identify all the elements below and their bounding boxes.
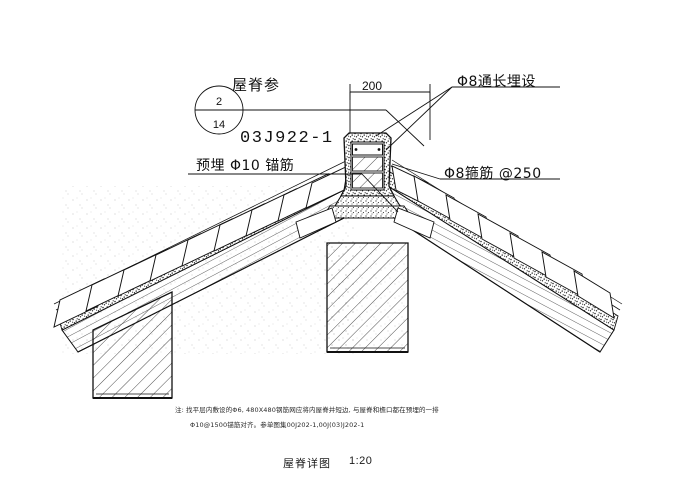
atlas-reference-label: 03J922-1 xyxy=(240,129,334,148)
drawing-note-line-2: Φ10@1500锚筋对齐。参单图集00J202-1,00J(03)J202-1 xyxy=(190,421,365,429)
embedded-anchor-label: 预埋 Φ10 锚筋 xyxy=(196,158,295,174)
drawing-title: 屋脊详图 xyxy=(283,457,331,470)
left-support-beam xyxy=(92,290,173,399)
top-rebar-chamber xyxy=(352,143,383,156)
full-length-rebar-label: Φ8通长埋设 xyxy=(457,74,536,90)
center-ridge-beam xyxy=(326,242,409,353)
concrete-ridge-cap xyxy=(321,132,413,219)
dimension-200-label: 200 xyxy=(362,79,383,93)
roof-tiles-right xyxy=(391,165,615,319)
roof-tiles-left xyxy=(53,165,349,328)
rebar-dot xyxy=(354,148,358,151)
leader-lines xyxy=(188,85,560,213)
drawing-note-line-1: 注: 找平层内敷设的Φ6, 480X480钢筋网应将内屋脊并短边, 与屋脊和檐口… xyxy=(175,406,439,414)
callout-number-bottom: 14 xyxy=(212,119,226,131)
callout-ridge-reference-label: 屋脊参 xyxy=(232,76,281,94)
dimension-200 xyxy=(349,84,431,140)
stirrup-spacing-label: Φ8箍筋 @250 xyxy=(444,166,542,182)
rebar-dot xyxy=(377,148,381,151)
callout-number-top: 2 xyxy=(215,96,223,108)
ridge-apex-tiles xyxy=(295,207,435,239)
drawing-scale: 1:20 xyxy=(349,455,373,467)
